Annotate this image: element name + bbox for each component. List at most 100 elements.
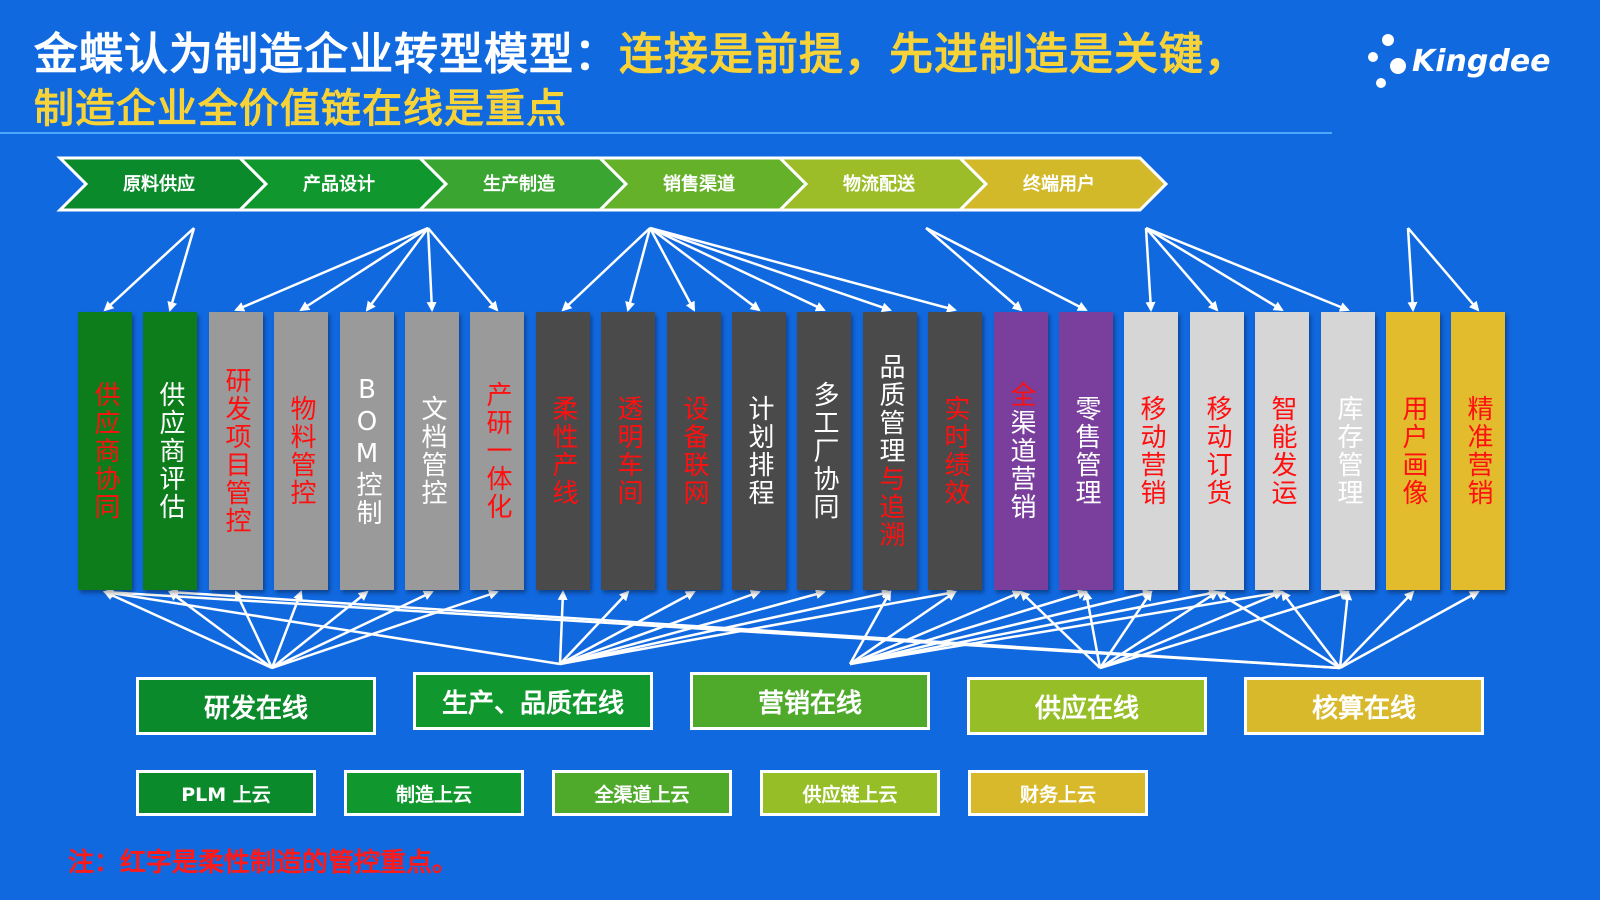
connector-arrow: [649, 226, 892, 313]
connector-arrow: [103, 227, 195, 312]
connector-arrow: [234, 590, 274, 669]
connector-arrow: [849, 590, 957, 666]
cloud-box: PLM 上云: [136, 770, 316, 816]
cloud-box: 全渠道上云: [552, 770, 732, 816]
connector-arrow: [849, 589, 1088, 666]
value-chain: [56, 156, 1169, 212]
connector-arrow: [1099, 590, 1284, 670]
connector-arrow: [103, 588, 561, 666]
module-label: 零售管理: [1071, 395, 1101, 507]
module-label: 移动订货: [1202, 395, 1232, 507]
connector-arrow: [365, 227, 430, 312]
connector-arrow: [848, 590, 892, 665]
title-highlight: 连接是前提，先进制造是关键，: [619, 29, 1249, 80]
connector-arrow: [561, 227, 651, 312]
module-column: 柔性产线: [536, 312, 590, 590]
module-label: 供应商评估: [155, 381, 185, 521]
connector-arrow: [559, 590, 696, 666]
connector-arrow: [925, 227, 1023, 312]
logo-dot: [1382, 34, 1394, 46]
module-column: 计划排程: [732, 312, 786, 590]
module-column: 产研一体化: [470, 312, 524, 590]
module-label: BOM控制: [352, 375, 382, 527]
chain-stage-label: 产品设计: [303, 174, 375, 195]
module-column: 全渠道营销: [994, 312, 1048, 590]
chain-stage-label: 物流配送: [843, 174, 915, 195]
connector-arrow: [1215, 590, 1341, 670]
logo-dot: [1376, 78, 1386, 88]
logo-text: Kingdee: [1412, 44, 1551, 79]
module-label: 计划排程: [744, 395, 774, 507]
online-box: 核算在线: [1244, 677, 1484, 735]
cloud-box: 制造上云: [344, 770, 524, 816]
online-box: 研发在线: [136, 677, 376, 735]
connector-arrow: [648, 227, 696, 312]
module-column: 移动营销: [1124, 312, 1178, 590]
title-main: 金蝶认为制造企业转型模型：: [34, 29, 619, 80]
connector-arrow: [1145, 227, 1219, 312]
module-column: BOM控制: [340, 312, 394, 590]
logo-dot: [1368, 52, 1378, 62]
module-label: 供应商协同: [90, 381, 120, 521]
chain-stage-label: 终端用户: [1023, 174, 1095, 195]
module-column: 供应商协同: [78, 312, 132, 590]
logo-dot: [1390, 58, 1406, 74]
module-label: 用户画像: [1398, 395, 1428, 507]
connector-arrow: [849, 588, 1219, 666]
module-column: 文档管控: [405, 312, 459, 590]
connector-arrow: [1407, 227, 1480, 312]
page-subtitle: 制造企业全价值链在线是重点: [34, 86, 567, 132]
connector-arrow: [849, 588, 1153, 666]
module-column: 智能发运: [1255, 312, 1309, 590]
connector-arrow: [271, 589, 499, 670]
module-label: 产研一体化: [482, 381, 512, 521]
module-column: 移动订货: [1190, 312, 1244, 590]
connector-arrow: [234, 226, 429, 312]
connector-arrow: [1406, 227, 1418, 312]
module-label: 柔性产线: [548, 395, 578, 507]
online-box: 营销在线: [690, 672, 930, 730]
online-box: 供应在线: [967, 677, 1207, 735]
module-label: 精准营销: [1463, 395, 1493, 507]
chain-stage-label: 生产制造: [483, 174, 555, 195]
module-column: 零售管理: [1059, 312, 1113, 590]
module-column: 库存管理: [1321, 312, 1375, 590]
module-column: 物料管控: [274, 312, 328, 590]
title-divider: [0, 132, 1332, 134]
module-label: 移动营销: [1136, 395, 1166, 507]
footnote: 注：红字是柔性制造的管控重点。: [68, 848, 459, 878]
connector-arrow: [559, 588, 957, 666]
chain-stage-6: [956, 156, 1169, 212]
connector-arrow: [649, 226, 957, 313]
connector-arrow: [1144, 227, 1156, 312]
kingdee-logo: Kingdee: [1368, 30, 1551, 100]
connector-arrow: [1098, 590, 1153, 669]
connector-arrow: [925, 226, 1088, 312]
connector-arrow: [559, 590, 761, 666]
module-label: 智能发运: [1267, 395, 1297, 507]
module-label: 多工厂协同: [809, 381, 839, 521]
module-label: 透明车间: [613, 395, 643, 507]
page-title: 金蝶认为制造企业转型模型：连接是前提，先进制造是关键，: [34, 18, 1249, 82]
connector-arrow: [649, 227, 761, 312]
module-column: 实时绩效: [928, 312, 982, 590]
module-column: 研发项目管控: [209, 312, 263, 590]
chain-stage-label: 原料供应: [123, 174, 195, 195]
connector-arrow: [1019, 590, 1101, 669]
connector-arrow: [557, 590, 568, 665]
module-column: 品质管理与追溯: [863, 312, 917, 590]
module-label: 文档管控: [417, 395, 447, 507]
module-label: 库存管理: [1333, 395, 1363, 507]
connector-arrow: [1280, 590, 1341, 669]
chain-stage-label: 销售渠道: [663, 174, 735, 195]
connector-arrow: [625, 227, 652, 312]
connector-arrow: [168, 590, 273, 670]
module-column: 设备联网: [667, 312, 721, 590]
module-label: 物料管控: [286, 395, 316, 507]
module-label: 研发项目管控: [221, 367, 251, 535]
connector-arrow: [299, 226, 429, 312]
module-label: 设备联网: [679, 395, 709, 507]
module-label: 实时绩效: [940, 395, 970, 507]
connector-arrow: [167, 227, 196, 312]
